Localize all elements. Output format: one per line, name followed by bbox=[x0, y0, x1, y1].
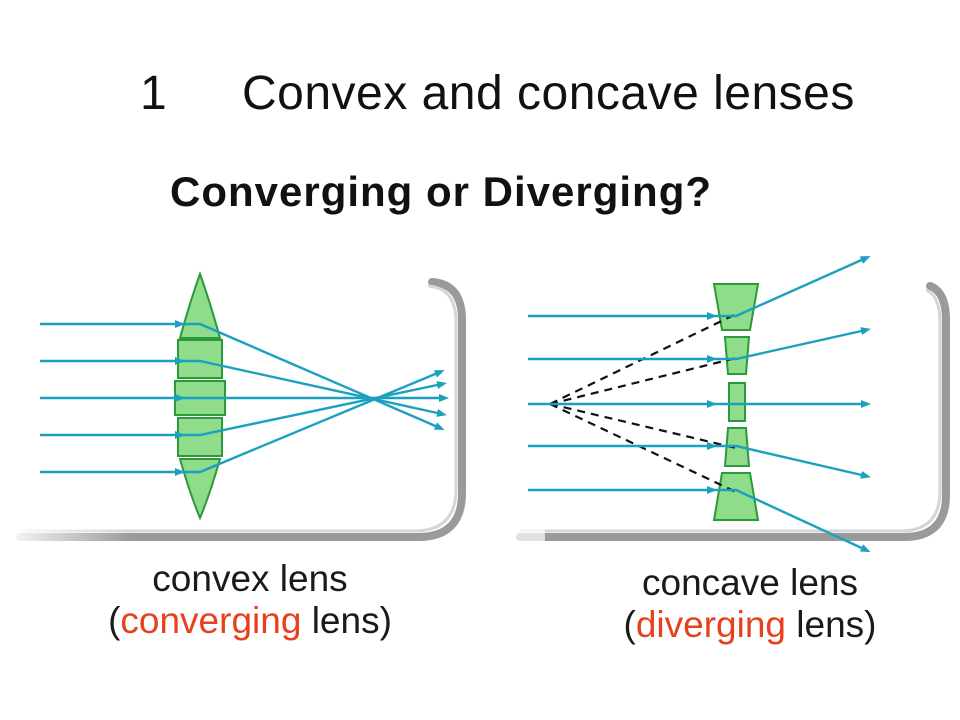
concave-caption-open: ( bbox=[623, 604, 636, 645]
concave-panel bbox=[505, 282, 950, 550]
slide-number: 1 bbox=[140, 67, 168, 120]
concave-caption-highlight: diverging bbox=[635, 604, 786, 645]
convex-lens bbox=[174, 271, 226, 521]
convex-caption-line1: convex lens bbox=[152, 558, 348, 599]
convex-caption-open: ( bbox=[108, 600, 121, 641]
concave-caption: concave lens (diverging lens) bbox=[600, 562, 900, 646]
concave-caption-rest: lens) bbox=[786, 604, 877, 645]
convex-caption-line2: (converging lens) bbox=[80, 600, 420, 642]
concave-caption-line2: (diverging lens) bbox=[600, 604, 900, 646]
convex-caption: convex lens (converging lens) bbox=[80, 558, 420, 642]
slide-title: 1 Convex and concave lenses bbox=[140, 66, 855, 121]
concave-rays bbox=[528, 255, 871, 553]
convex-rays bbox=[40, 320, 449, 476]
concave-caption-line1: concave lens bbox=[642, 562, 858, 603]
slide-subtitle: Converging or Diverging? bbox=[170, 168, 713, 215]
slide-title-text: Convex and concave lenses bbox=[242, 67, 855, 120]
convex-caption-highlight: converging bbox=[120, 600, 302, 641]
convex-caption-rest: lens) bbox=[301, 600, 392, 641]
concave-lens bbox=[712, 283, 760, 521]
convex-panel bbox=[0, 260, 466, 550]
